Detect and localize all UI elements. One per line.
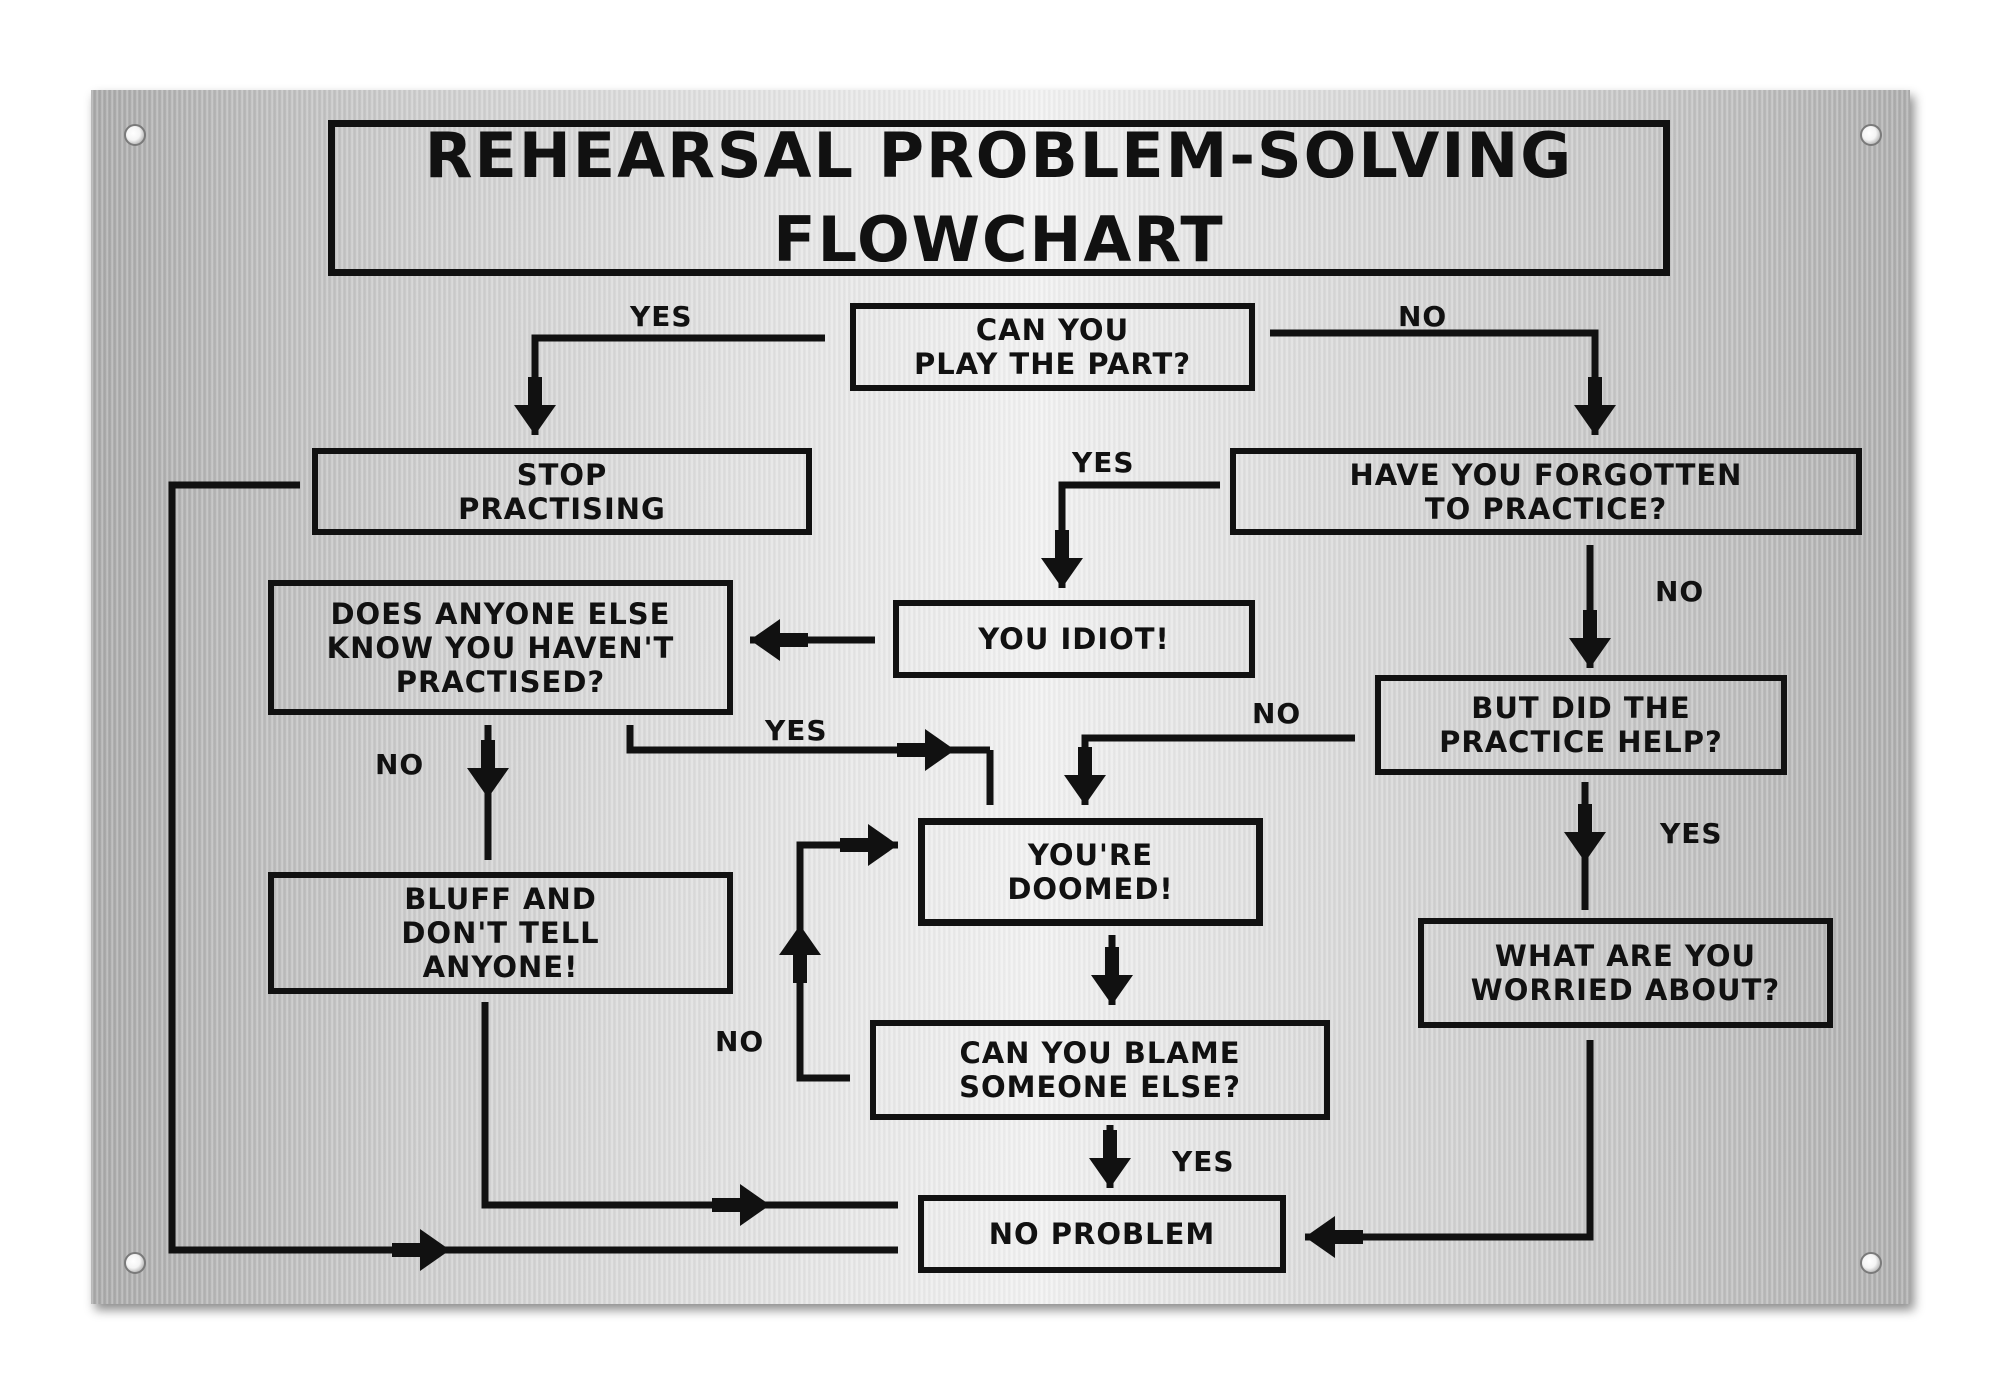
node-bluff-and-dont-tell: BLUFF AND DON'T TELL ANYONE! bbox=[268, 872, 733, 994]
connector-play-no bbox=[1270, 329, 1616, 435]
label-forgot-no: NO bbox=[1655, 575, 1705, 608]
connector-anyone-yes bbox=[626, 725, 955, 771]
label-forgot-yes: YES bbox=[1072, 446, 1135, 479]
node-did-the-practice-help: BUT DID THE PRACTICE HELP? bbox=[1375, 675, 1787, 775]
label-help-yes: YES bbox=[1660, 817, 1723, 850]
label-play-no: NO bbox=[1398, 300, 1448, 333]
screw-hole-top-right bbox=[1860, 124, 1882, 146]
connector-play-yes bbox=[514, 334, 825, 435]
node-have-you-forgotten: HAVE YOU FORGOTTEN TO PRACTICE? bbox=[1230, 448, 1862, 535]
node-youre-doomed: YOU'RE DOOMED! bbox=[918, 818, 1263, 926]
connector-forgot-yes bbox=[1041, 481, 1220, 588]
screw-hole-top-left bbox=[124, 124, 146, 146]
node-what-are-you-worried-about: WHAT ARE YOU WORRIED ABOUT? bbox=[1418, 918, 1833, 1028]
label-anyone-yes: YES bbox=[765, 714, 828, 747]
node-stop-practising: STOP PRACTISING bbox=[312, 448, 812, 535]
label-help-no: NO bbox=[1252, 697, 1302, 730]
flowchart-title: REHEARSAL PROBLEM-SOLVING FLOWCHART bbox=[328, 119, 1670, 276]
node-can-you-blame-someone-else: CAN YOU BLAME SOMEONE ELSE? bbox=[870, 1020, 1330, 1120]
label-blame-yes: YES bbox=[1172, 1145, 1235, 1178]
screw-hole-bottom-right bbox=[1860, 1252, 1882, 1274]
connector-bluff-to-noproblem bbox=[481, 1002, 770, 1226]
connector-help-no bbox=[1064, 734, 1355, 805]
node-can-you-play-the-part: CAN YOU PLAY THE PART? bbox=[850, 303, 1255, 391]
node-does-anyone-else-know: DOES ANYONE ELSE KNOW YOU HAVEN'T PRACTI… bbox=[268, 580, 733, 715]
screw-hole-bottom-left bbox=[124, 1252, 146, 1274]
node-no-problem: NO PROBLEM bbox=[918, 1195, 1286, 1273]
connector-worried-to-noproblem bbox=[1305, 1040, 1594, 1258]
label-blame-no: NO bbox=[715, 1025, 765, 1058]
node-you-idiot: YOU IDIOT! bbox=[893, 600, 1255, 678]
label-anyone-no: NO bbox=[375, 748, 425, 781]
connector-stop-loop bbox=[168, 481, 450, 1271]
label-play-yes: YES bbox=[630, 300, 693, 333]
metal-sign-plate bbox=[91, 90, 1910, 1304]
